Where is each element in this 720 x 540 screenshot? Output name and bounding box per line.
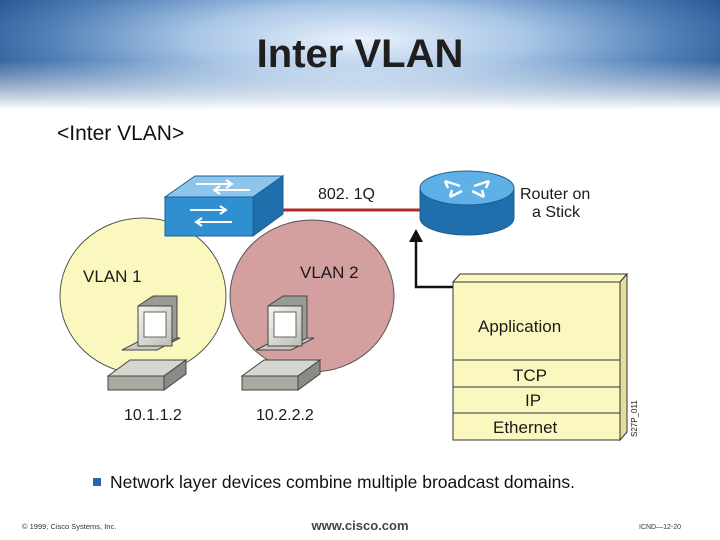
switch-icon [163,175,285,237]
stack-layer-application [452,281,621,361]
vlan2-label: VLAN 2 [300,263,359,282]
slide-title: Inter VLAN [256,32,464,76]
router-label-line1: Router on [520,186,590,203]
footer-slide-code: ICND—12-20 [639,524,682,531]
vlan1-label: VLAN 1 [83,267,142,286]
slide-subtitle: <Inter VLAN> [57,122,185,145]
workstation-1-icon [106,295,188,391]
router-label-line2: a Stick [532,204,581,221]
stack-layer-ip [452,386,621,414]
arrow-up-icon [409,229,453,289]
figure-code: S27P_011 [630,400,639,437]
protocol-stack [451,272,629,442]
stack-label-ethernet: Ethernet [493,418,558,437]
host1-ip-label: 10.1.1.2 [124,407,182,424]
bullet-square-icon [93,478,101,486]
stack-layer-ethernet [452,412,621,441]
trunk-label: 802. 1Q [318,186,375,203]
stack-label-application: Application [478,317,561,336]
footer-copyright: © 1999, Cisco Systems, Inc. [22,522,117,531]
bullet-text: Network layer devices combine multiple b… [110,472,575,492]
workstation-2-icon [240,295,322,391]
stack-label-ip: IP [525,391,541,410]
stack-label-tcp: TCP [513,366,547,385]
vlan2-domain [229,219,395,373]
vlan1-domain [59,217,227,375]
bullet-point: Network layer devices combine multiple b… [93,472,575,493]
router-icon [419,170,515,236]
header-fade [0,60,720,110]
footer-url: www.cisco.com [311,518,409,533]
host2-ip-label: 10.2.2.2 [256,407,314,424]
